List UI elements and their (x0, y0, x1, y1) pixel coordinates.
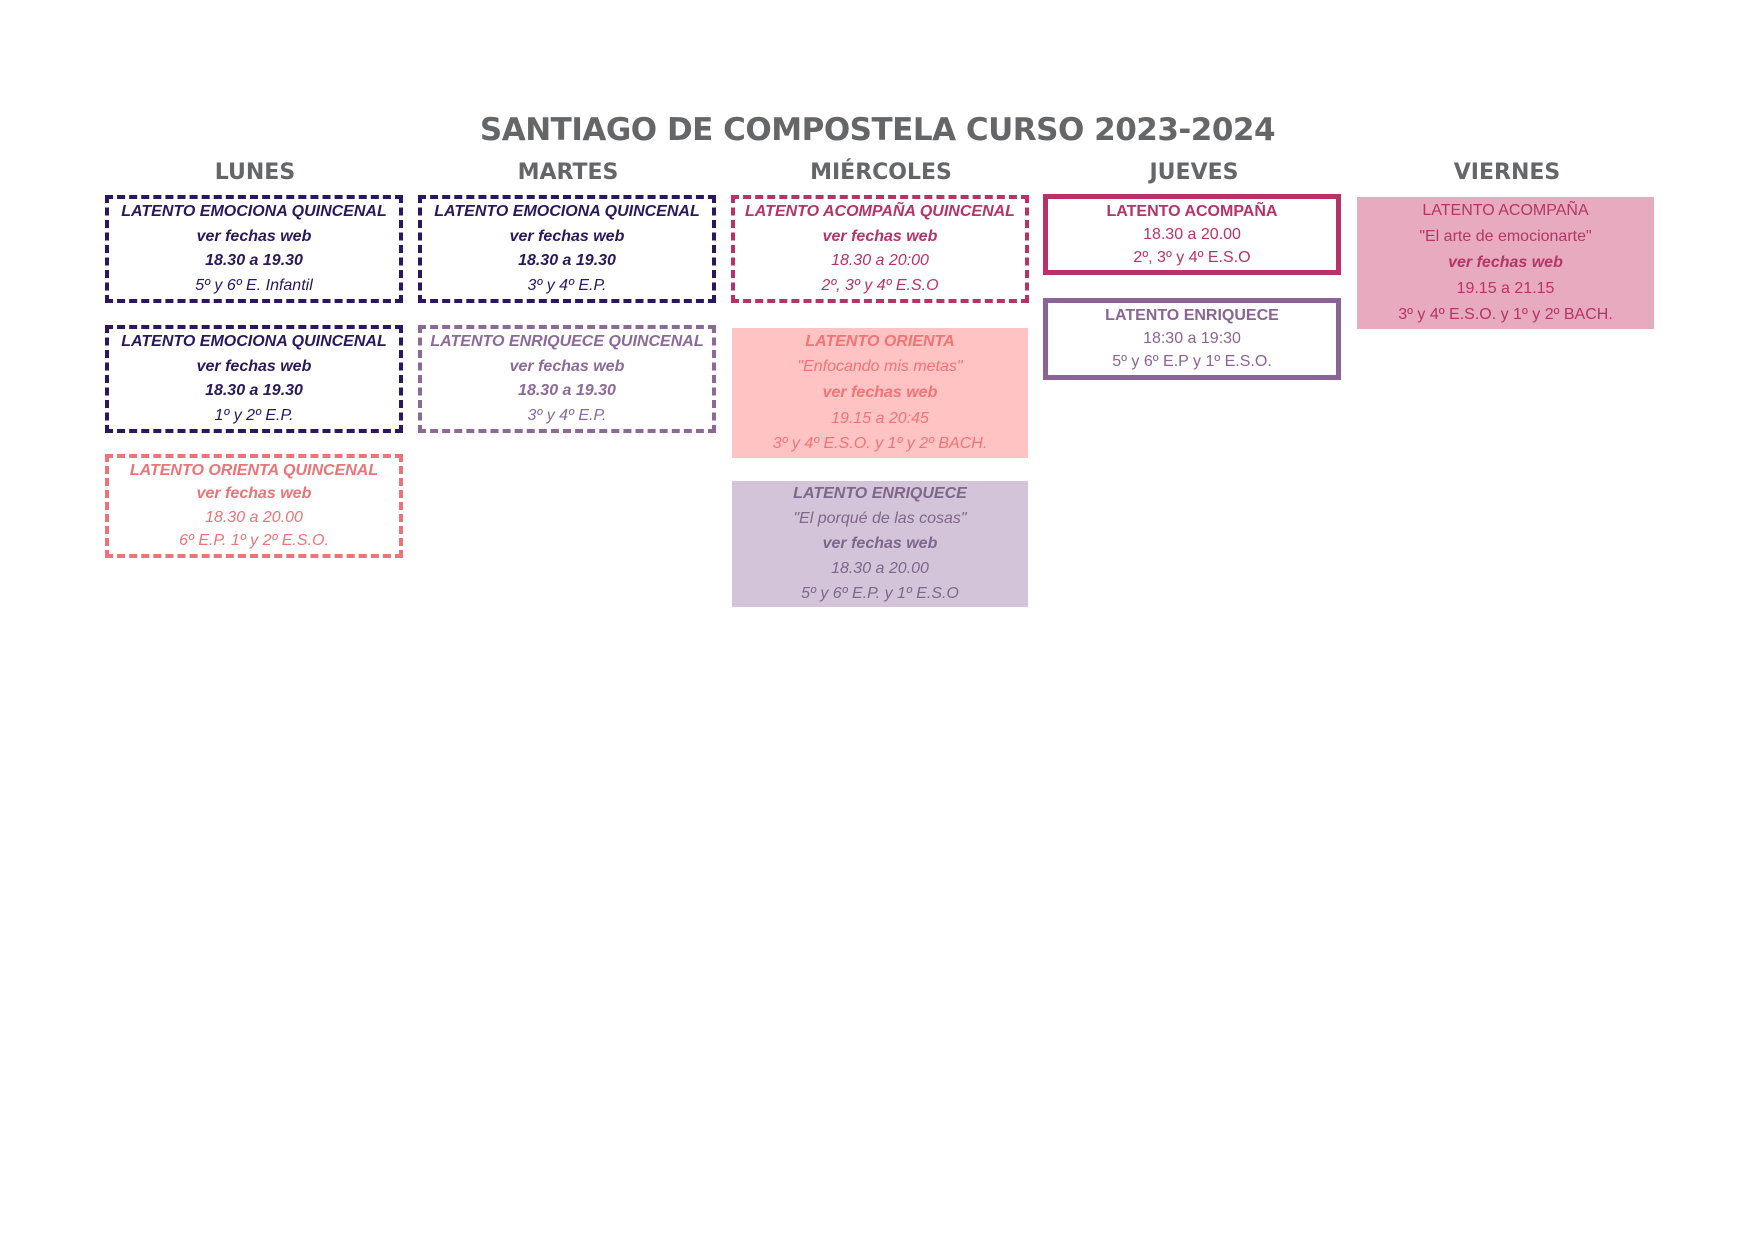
class-card-lunes-2[interactable]: LATENTO EMOCIONA QUINCENAL ver fechas we… (105, 325, 403, 433)
class-level: 5º y 6º E.P y 1º E.S.O. (1112, 353, 1272, 371)
class-name: LATENTO EMOCIONA QUINCENAL (121, 203, 387, 221)
class-level: 5º y 6º E. Infantil (195, 276, 313, 294)
class-name: LATENTO ACOMPAÑA (1422, 202, 1589, 219)
class-level: 1º y 2º E.P. (214, 406, 294, 424)
class-name: LATENTO ENRIQUECE QUINCENAL (430, 333, 704, 351)
class-card-lunes-3[interactable]: LATENTO ORIENTA QUINCENAL ver fechas web… (105, 454, 403, 558)
class-level: 3º y 4º E.S.O. y 1º y 2º BACH. (772, 435, 988, 453)
class-name: LATENTO ORIENTA (805, 332, 955, 350)
class-time: 18.30 a 20:00 (831, 252, 929, 270)
class-card-martes-2[interactable]: LATENTO ENRIQUECE QUINCENAL ver fechas w… (418, 325, 716, 433)
class-level: 3º y 4º E.P. (527, 406, 607, 424)
class-time: 18.30 a 19.30 (205, 252, 303, 270)
day-header-jueves: JUEVES (1149, 160, 1239, 185)
class-level: 3º y 4º E.P. (527, 276, 607, 294)
class-time: 18.30 a 20.00 (831, 559, 929, 577)
class-dates-link[interactable]: ver fechas web (509, 227, 625, 245)
class-dates-link[interactable]: ver fechas web (822, 534, 938, 552)
class-level: 2º, 3º y 4º E.S.O (821, 276, 939, 294)
day-header-lunes: LUNES (214, 160, 296, 185)
class-card-viernes-1[interactable]: LATENTO ACOMPAÑA "El arte de emocionarte… (1357, 197, 1654, 329)
class-name: LATENTO ACOMPAÑA (1106, 202, 1278, 220)
class-dates-link[interactable]: ver fechas web (822, 227, 938, 245)
class-card-miercoles-2[interactable]: LATENTO ORIENTA "Enfocando mis metas" ve… (732, 328, 1028, 458)
class-time: 18:30 a 19:30 (1143, 329, 1241, 347)
class-level: 3º y 4º E.S.O. y 1º y 2º BACH. (1398, 306, 1613, 323)
class-card-martes-1[interactable]: LATENTO EMOCIONA QUINCENAL ver fechas we… (418, 195, 716, 303)
class-time: 18.30 a 20.00 (205, 508, 303, 526)
day-header-martes: MARTES (517, 160, 619, 185)
class-time: 18.30 a 19.30 (518, 252, 616, 270)
class-subtitle: "Enfocando mis metas" (797, 358, 963, 376)
day-header-viernes: VIERNES (1453, 160, 1561, 185)
class-time: 18.30 a 20.00 (1143, 225, 1241, 243)
class-card-lunes-1[interactable]: LATENTO EMOCIONA QUINCENAL ver fechas we… (105, 195, 403, 303)
class-name: LATENTO EMOCIONA QUINCENAL (121, 333, 387, 351)
class-time: 18.30 a 19.30 (518, 382, 616, 400)
day-header-miercoles: MIÉRCOLES (810, 160, 952, 185)
class-card-miercoles-1[interactable]: LATENTO ACOMPAÑA QUINCENAL ver fechas we… (731, 195, 1029, 303)
class-dates-link[interactable]: ver fechas web (196, 357, 312, 375)
class-level: 5º y 6º E.P. y 1º E.S.O (801, 584, 959, 602)
class-time: 18.30 a 19.30 (205, 382, 303, 400)
class-card-jueves-2[interactable]: LATENTO ENRIQUECE 18:30 a 19:30 5º y 6º … (1043, 298, 1341, 380)
class-dates-link[interactable]: ver fechas web (509, 357, 625, 375)
class-name: LATENTO ORIENTA QUINCENAL (129, 461, 379, 479)
class-name: LATENTO ACOMPAÑA QUINCENAL (745, 203, 1015, 221)
class-time: 19.15 a 20:45 (831, 409, 929, 427)
class-dates-link[interactable]: ver fechas web (196, 485, 312, 503)
class-subtitle: "El arte de emocionarte" (1419, 228, 1592, 245)
class-subtitle: "El porqué de las cosas" (793, 510, 967, 528)
class-dates-link[interactable]: ver fechas web (196, 227, 312, 245)
class-name: LATENTO ENRIQUECE (793, 485, 967, 503)
class-time: 19.15 a 21.15 (1456, 280, 1555, 297)
class-card-miercoles-3[interactable]: LATENTO ENRIQUECE "El porqué de las cosa… (732, 481, 1028, 607)
class-name: LATENTO EMOCIONA QUINCENAL (434, 203, 700, 221)
page-title: SANTIAGO DE COMPOSTELA CURSO 2023-2024 (479, 112, 1276, 148)
class-dates-link[interactable]: ver fechas web (822, 383, 938, 401)
class-card-jueves-1[interactable]: LATENTO ACOMPAÑA 18.30 a 20.00 2º, 3º y … (1043, 194, 1341, 275)
class-dates-link[interactable]: ver fechas web (1448, 254, 1563, 271)
class-name: LATENTO ENRIQUECE (1105, 306, 1279, 324)
class-level: 6º E.P. 1º y 2º E.S.O. (179, 532, 329, 550)
class-level: 2º, 3º y 4º E.S.O (1133, 248, 1251, 266)
